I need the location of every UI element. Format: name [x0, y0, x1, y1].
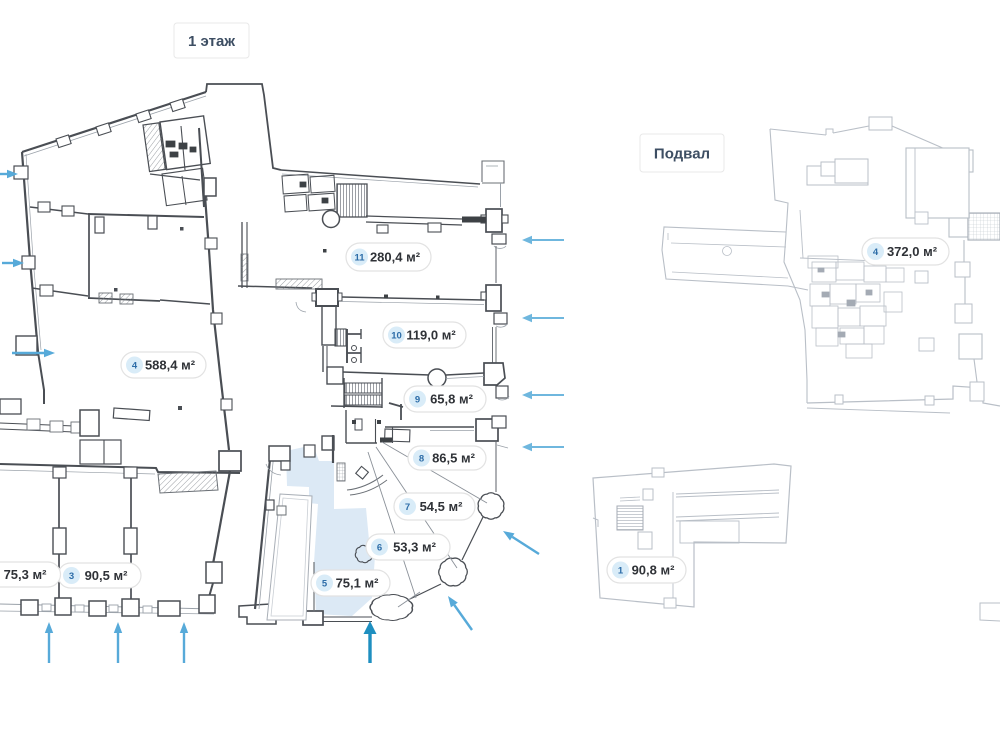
- svg-text:Подвал: Подвал: [654, 146, 710, 163]
- svg-text:53,3 м²: 53,3 м²: [393, 540, 437, 555]
- svg-text:4: 4: [132, 360, 138, 371]
- svg-text:86,5 м²: 86,5 м²: [432, 451, 476, 466]
- svg-text:8: 8: [419, 453, 424, 464]
- svg-text:588,4 м²: 588,4 м²: [145, 358, 196, 373]
- svg-text:9: 9: [415, 394, 420, 405]
- svg-text:119,0 м²: 119,0 м²: [406, 328, 456, 343]
- svg-text:90,8 м²: 90,8 м²: [632, 563, 676, 578]
- svg-text:90,5 м²: 90,5 м²: [85, 568, 129, 583]
- svg-text:7: 7: [405, 502, 410, 513]
- svg-text:54,5 м²: 54,5 м²: [420, 499, 464, 514]
- svg-text:75,3 м²: 75,3 м²: [4, 567, 48, 582]
- svg-text:4: 4: [873, 247, 879, 258]
- svg-text:1 этаж: 1 этаж: [188, 33, 235, 50]
- svg-text:3: 3: [69, 571, 74, 582]
- svg-text:1: 1: [618, 565, 624, 576]
- svg-text:6: 6: [377, 542, 382, 553]
- svg-text:10: 10: [391, 330, 402, 341]
- svg-text:75,1 м²: 75,1 м²: [336, 576, 380, 591]
- svg-text:11: 11: [354, 252, 365, 263]
- svg-text:372,0 м²: 372,0 м²: [887, 244, 938, 259]
- svg-text:5: 5: [322, 578, 328, 589]
- svg-text:65,8 м²: 65,8 м²: [430, 392, 474, 407]
- svg-text:280,4 м²: 280,4 м²: [370, 250, 421, 265]
